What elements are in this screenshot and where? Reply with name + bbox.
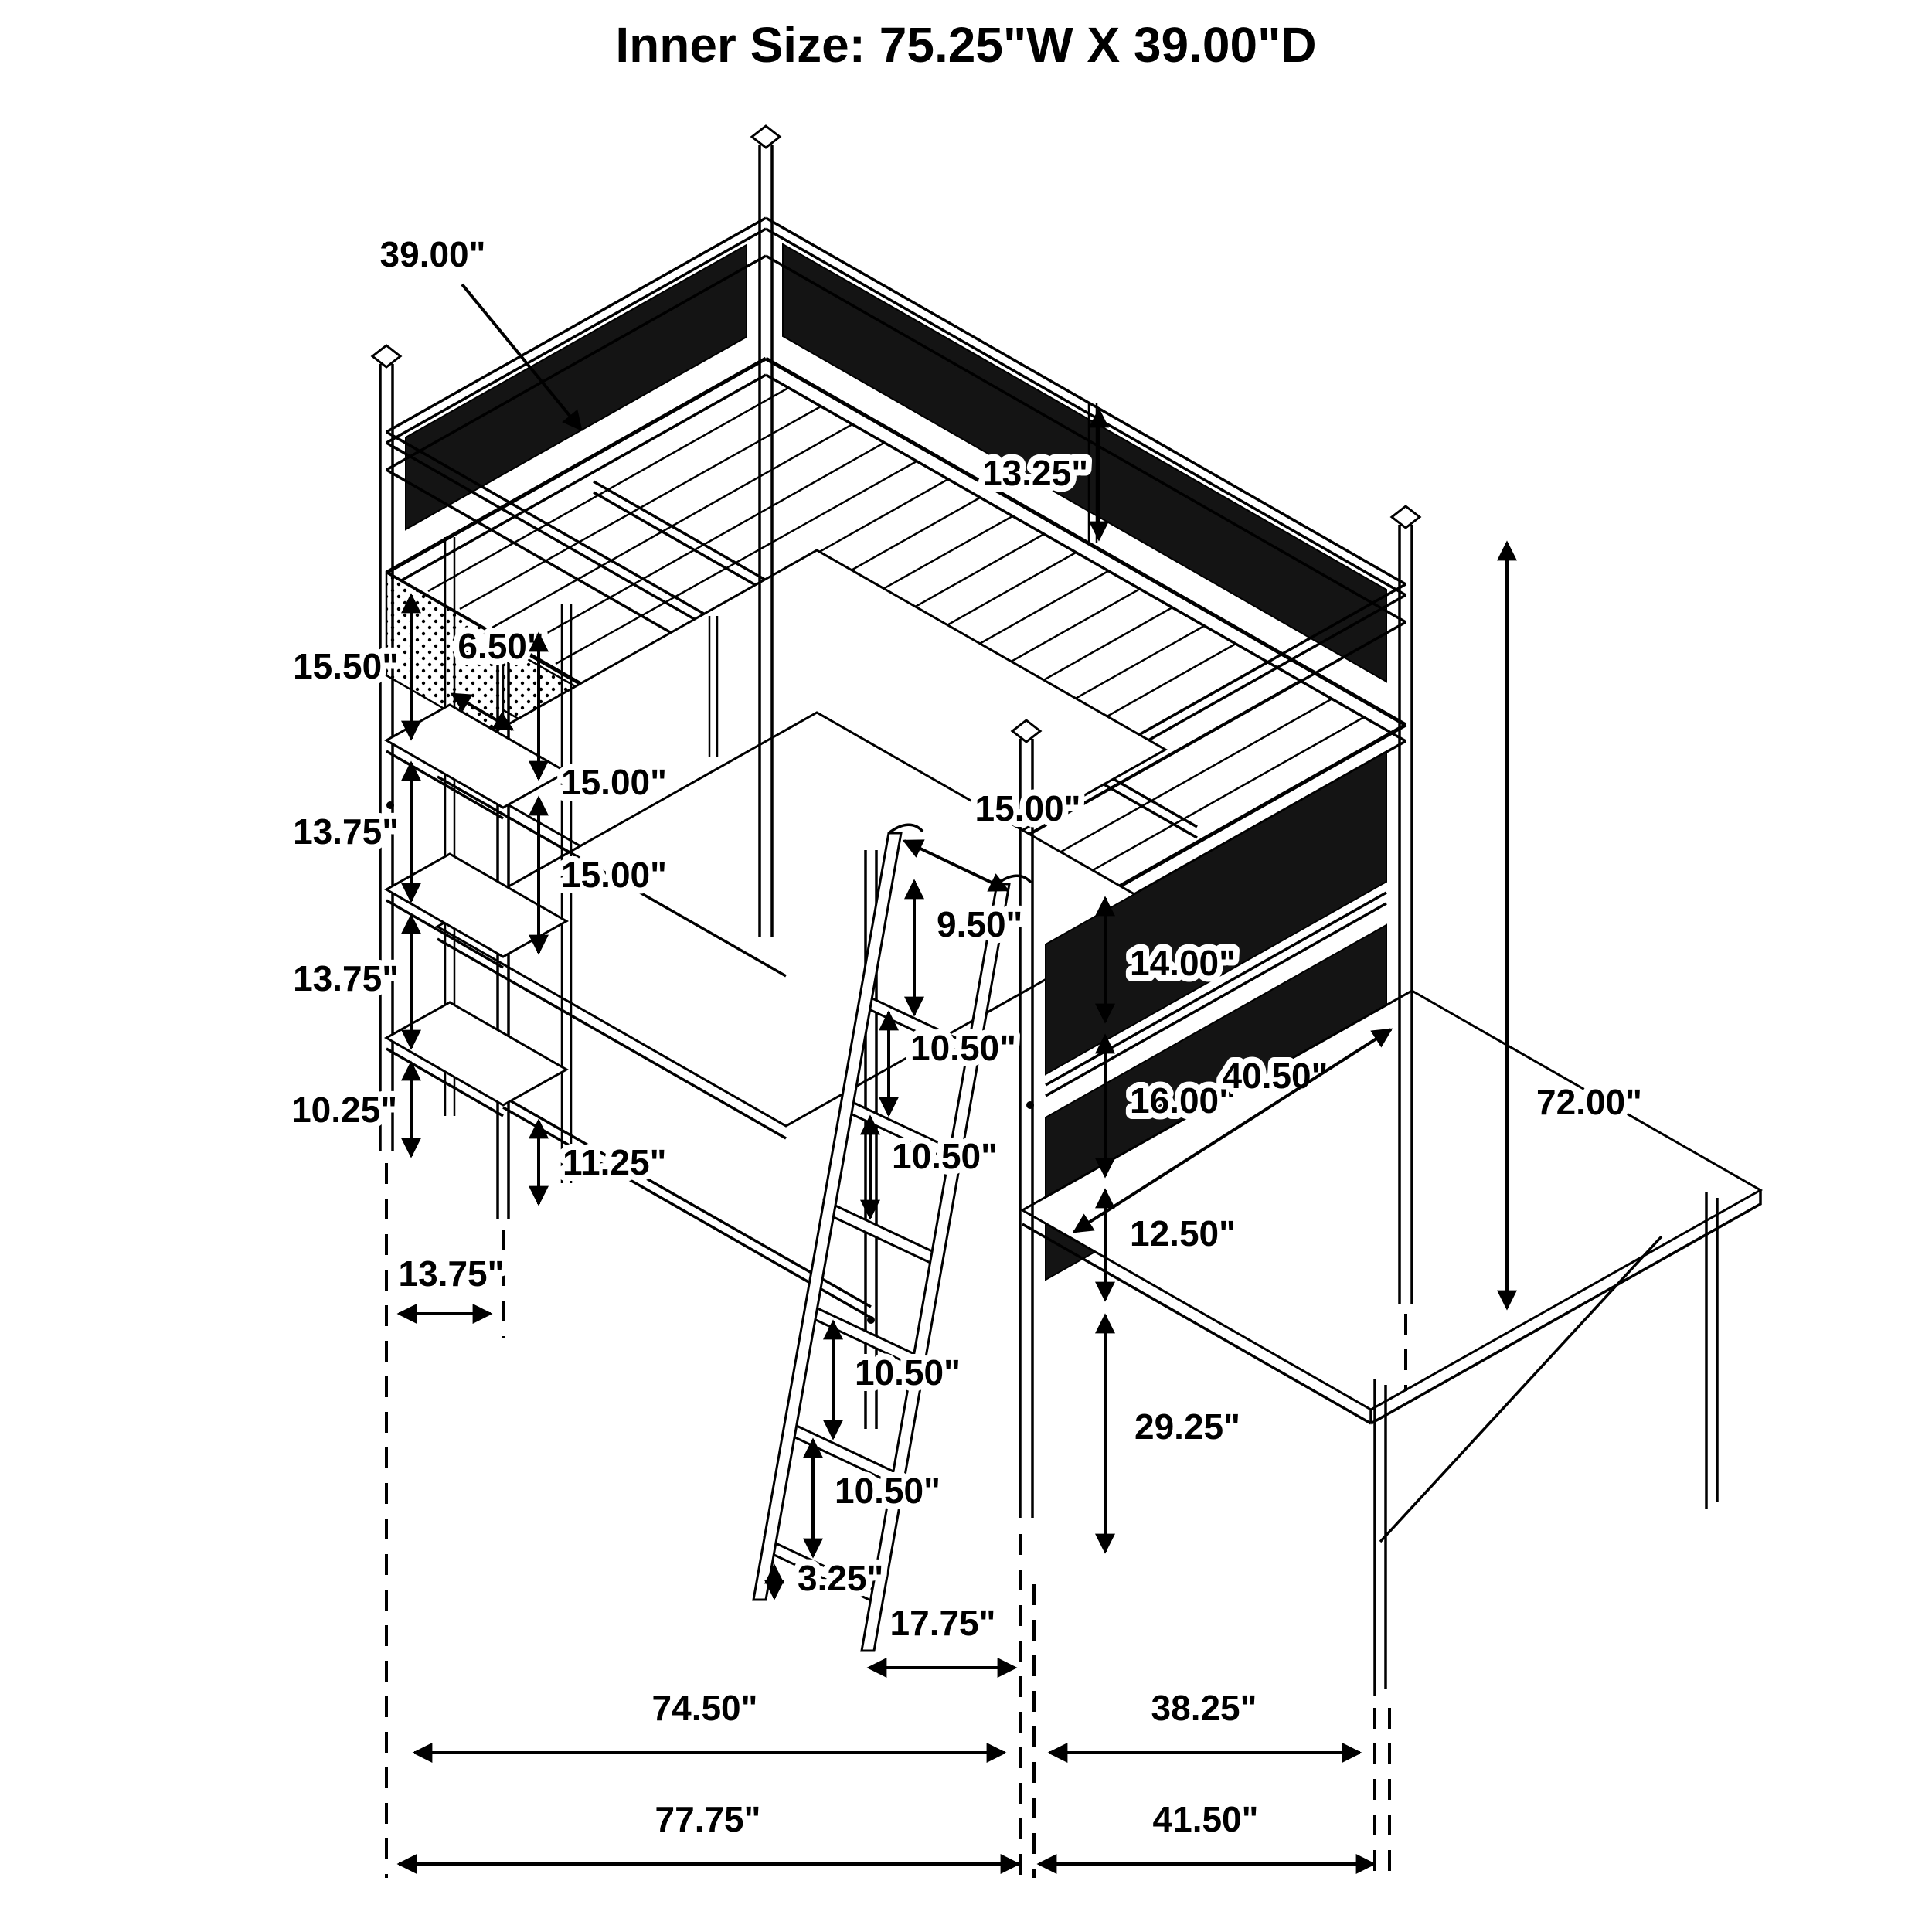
dim-13-75-a: 13.75": [287, 760, 421, 903]
dim-label: 10.50": [892, 1136, 998, 1176]
dim-14-00: 14.00": [1095, 896, 1242, 1024]
dim-label: 74.50": [652, 1688, 758, 1728]
dim-3-25: 3.25": [764, 1552, 889, 1604]
post-cap: [750, 124, 782, 149]
dim-10-50-c: 10.50": [823, 1319, 967, 1440]
desk-support-strut: [1379, 1235, 1663, 1543]
mesh-panel-far: [782, 243, 1387, 683]
dim-label: 13.75": [293, 958, 399, 998]
dim-label: 29.25": [1134, 1406, 1240, 1447]
dim-label: 16.00": [1130, 1080, 1236, 1121]
right-desk-surface: [1019, 989, 1764, 1411]
dim-13-75-b: 13.75": [287, 913, 421, 1050]
mid-rail-posts: [708, 403, 1098, 757]
dim-label: 17.75": [890, 1603, 996, 1643]
dim-10-50-b: 10.50": [860, 1114, 1004, 1220]
dim-label: 72.00": [1536, 1082, 1642, 1122]
dim-77-75: 77.75": [396, 1793, 1021, 1874]
dim-label: 38.25": [1151, 1688, 1257, 1728]
dim-label: 39.00": [380, 234, 486, 274]
dim-label: 12.50": [1130, 1213, 1236, 1253]
dim-40-50: 40.50": [1072, 1028, 1393, 1233]
dim-label: 40.50": [1223, 1056, 1328, 1096]
shelf-1: [383, 703, 570, 809]
dim-label: 15.00": [561, 855, 667, 895]
dim-label: 3.25": [798, 1558, 883, 1598]
dim-11-25: 11.25": [529, 1118, 672, 1206]
dim-label: 10.50": [855, 1352, 961, 1393]
post-far-head: [758, 145, 774, 937]
extension-lines: [385, 1163, 1407, 1878]
post-cap: [370, 344, 403, 369]
shelf-2: [383, 852, 570, 958]
dim-13-75-h: 13.75": [393, 1247, 510, 1324]
dim-label: 41.50": [1153, 1799, 1259, 1839]
dim-15-00-a: 15.00": [529, 631, 673, 808]
dim-label: 10.25": [291, 1090, 397, 1130]
dim-label: 11.25": [563, 1142, 666, 1182]
dim-38-25: 38.25": [1047, 1682, 1362, 1763]
post-cap: [1389, 505, 1422, 529]
ladder: [752, 823, 1032, 1652]
dim-39-00: 39.00": [374, 228, 583, 432]
dim-label: 15.00": [975, 788, 1081, 828]
dim-10-50-a: 10.50": [879, 1010, 1022, 1117]
dim-13-25: 13.25": [976, 407, 1109, 542]
dim-74-50: 74.50": [412, 1682, 1007, 1763]
post-cap: [1010, 719, 1043, 743]
dim-label: 77.75": [655, 1799, 761, 1839]
left-shelf-tower: [383, 537, 573, 1219]
post-far-foot: [1398, 525, 1413, 1304]
dim-10-25: 10.25": [285, 1060, 421, 1158]
dim-9-50: 9.50": [904, 879, 1029, 1017]
post-near-foot: [1019, 739, 1034, 1518]
diagram-title: Inner Size: 75.25"W X 39.00"D: [615, 17, 1316, 73]
post-near-head: [379, 364, 394, 1151]
dim-label: 13.75": [399, 1253, 505, 1294]
dim-15-00-diagonal: 15.00": [902, 782, 1087, 892]
dim-10-50-d: 10.50": [803, 1437, 947, 1559]
right-desk-far-leg: [1705, 1192, 1719, 1509]
dim-label: 13.25": [982, 453, 1088, 493]
mesh-panel-foot-upper: [1045, 750, 1387, 1076]
dim-label: 9.50": [937, 904, 1022, 944]
dim-17-75: 17.75": [866, 1597, 1018, 1678]
dim-label: 6.50": [457, 626, 543, 666]
dim-label: 15.00": [561, 762, 667, 802]
dim-label: 10.50": [835, 1471, 940, 1511]
dim-label: 10.50": [910, 1028, 1016, 1068]
dim-label: 14.00": [1130, 943, 1236, 983]
dim-label: 15.50": [293, 646, 399, 686]
dim-15-50: 15.50": [287, 593, 421, 741]
dim-41-50: 41.50": [1036, 1793, 1376, 1874]
dim-15-00-b: 15.00": [529, 795, 673, 955]
dimension-annotations: 39.00" 13.25" 15.50" 6.50" 13.75" 13.75"…: [285, 228, 1648, 1874]
shelf-3: [383, 1001, 570, 1107]
dim-label: 13.75": [293, 811, 399, 852]
mesh-panel-head: [405, 243, 747, 531]
dim-29-25: 29.25": [1095, 1313, 1247, 1554]
dim-72-00: 72.00": [1497, 540, 1648, 1311]
ladder-rung: [822, 1198, 934, 1266]
